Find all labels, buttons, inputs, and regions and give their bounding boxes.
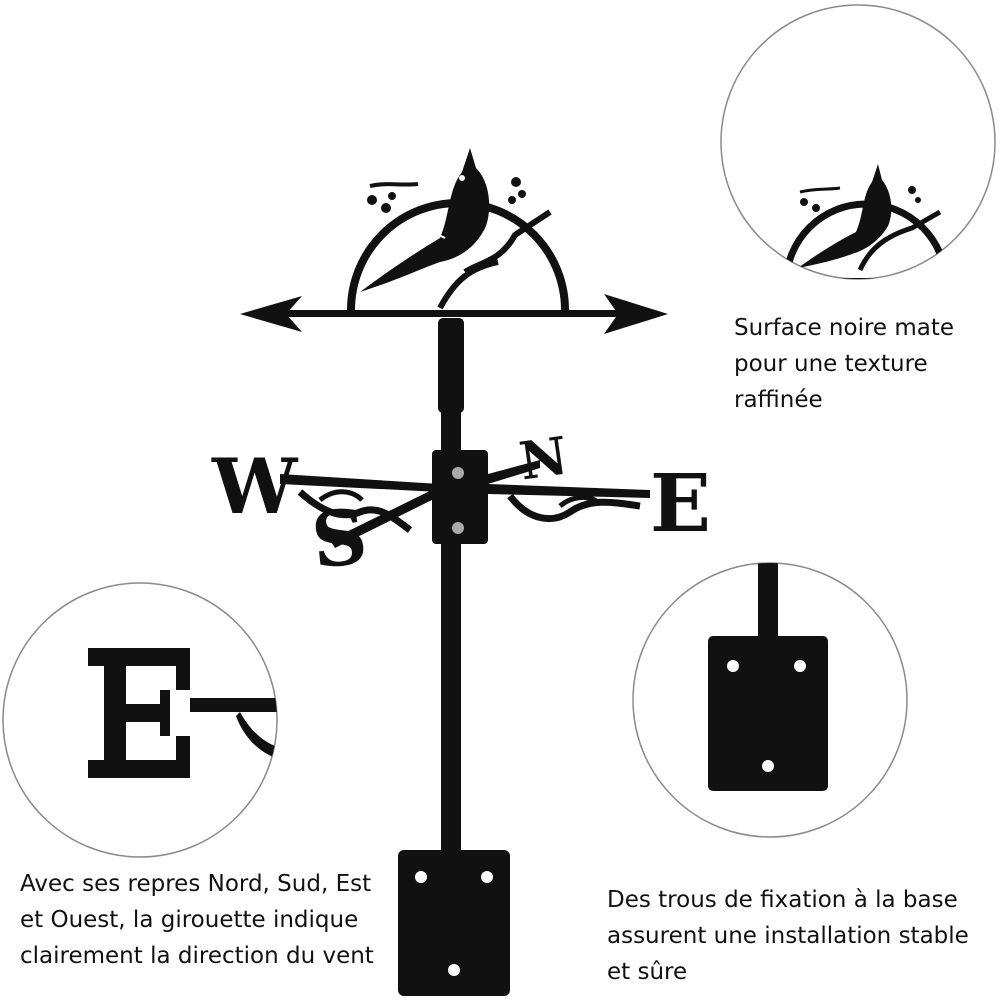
arrow	[240, 294, 668, 334]
detail-circle-letter	[2, 582, 278, 858]
caption-line: Surface noire mate	[734, 315, 955, 341]
weathervane: W E N S	[211, 148, 711, 996]
pole-sleeve	[438, 318, 464, 413]
base-plate	[398, 850, 510, 996]
caption-line: clairement la direction du vent	[20, 943, 374, 969]
letter-south: S	[307, 491, 371, 585]
detail-circle-surface	[720, 4, 996, 280]
caption-line: et Ouest, la girouette indique	[20, 907, 359, 933]
hub-block	[432, 450, 488, 544]
letter-east: E	[650, 456, 711, 550]
caption-line: raffinée	[734, 387, 823, 413]
letter-west: W	[211, 442, 299, 531]
caption-line: et sûre	[607, 959, 688, 985]
caption-line: Des trous de fixation à la base	[607, 887, 958, 913]
caption-line: pour une texture	[734, 351, 928, 377]
letter-north: N	[516, 425, 572, 492]
detail-circle-mount	[632, 562, 908, 838]
bird-medallion	[347, 148, 569, 311]
caption-line: assurent une installation stable	[607, 923, 969, 949]
caption-line: Avec ses repres Nord, Sud, Est	[20, 871, 372, 897]
caption-directions: Avec ses repres Nord, Sud, Est et Ouest,…	[20, 866, 374, 974]
caption-mounting: Des trous de fixation à la base assurent…	[607, 882, 969, 990]
compass-arms	[280, 460, 650, 548]
caption-surface: Surface noire mate pour une texture raff…	[734, 310, 954, 418]
